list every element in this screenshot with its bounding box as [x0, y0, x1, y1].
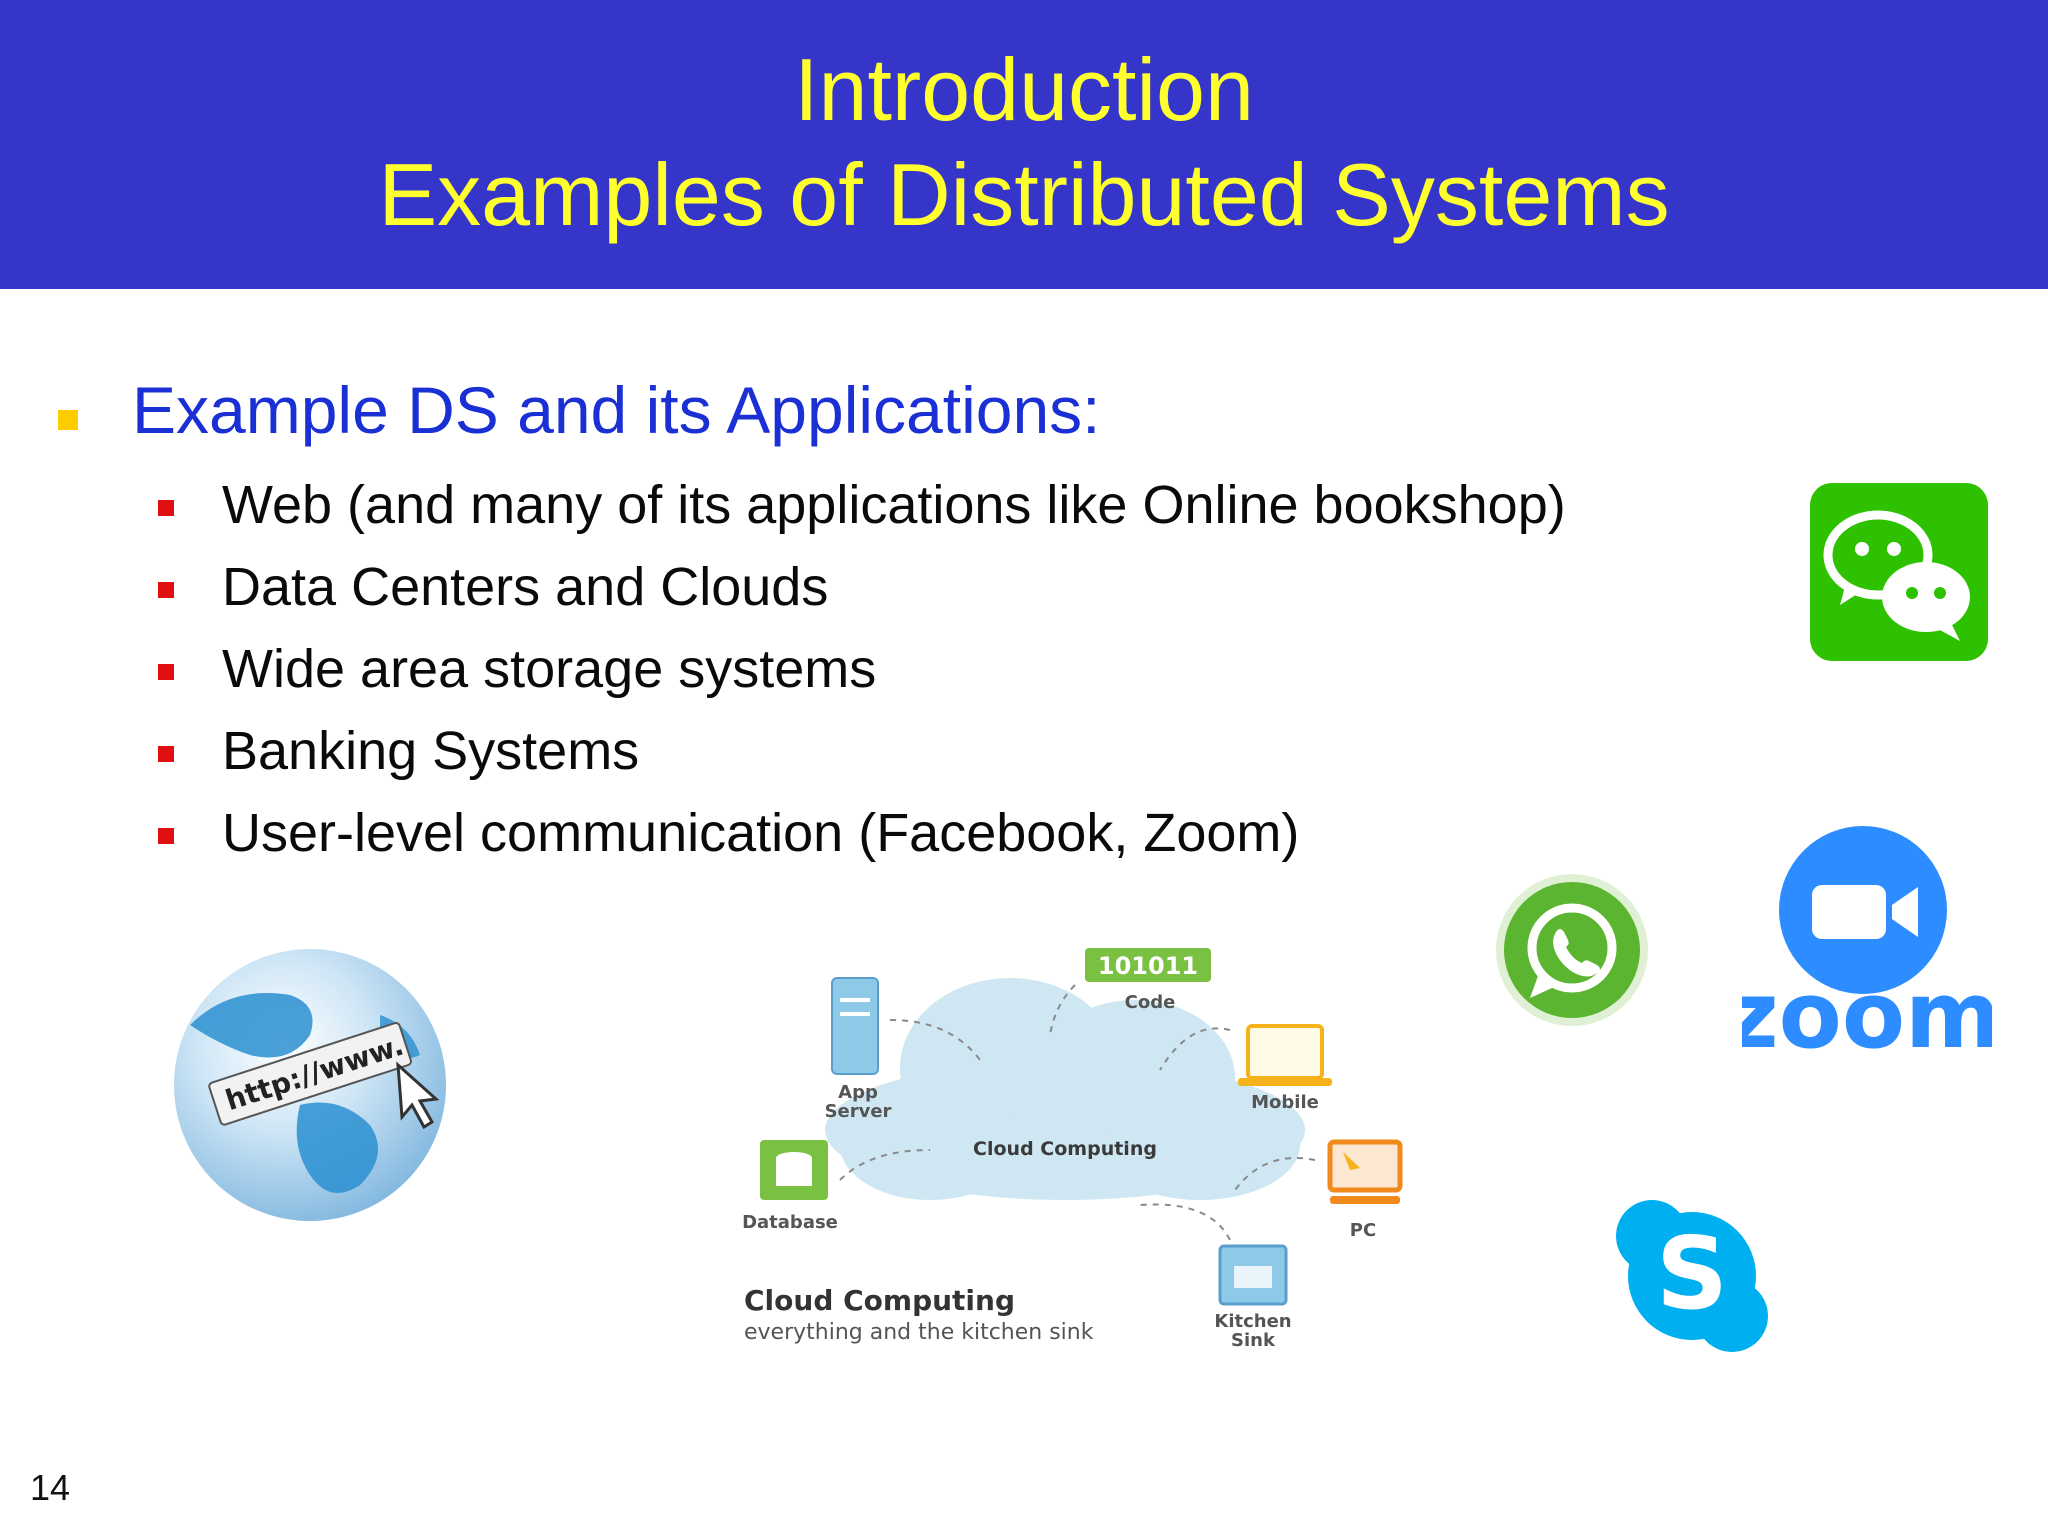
kitchen-label-1: Kitchen — [1214, 1311, 1291, 1332]
code-label: Code — [1125, 992, 1176, 1013]
whatsapp-logo-icon — [1496, 874, 1648, 1026]
heading-bullet-icon — [58, 410, 78, 430]
cloud-shape — [825, 978, 1305, 1200]
bullet-square-icon — [158, 664, 174, 680]
zoom-wordmark: zoom — [1742, 962, 1992, 1065]
bullet-text: Web (and many of its applications like O… — [222, 475, 1566, 535]
mobile-label: Mobile — [1251, 1092, 1319, 1113]
app-server-label-1: App — [838, 1082, 878, 1103]
pc-icon — [1327, 1139, 1403, 1193]
slide-title-line-1: Introduction — [794, 40, 1254, 139]
code-badge: 101011 — [1098, 952, 1198, 980]
slide-header: Introduction Examples of Distributed Sys… — [0, 0, 2048, 289]
mobile-laptop-icon — [1246, 1024, 1324, 1080]
bullet-square-icon — [158, 746, 174, 762]
diagram-caption-subtitle: everything and the kitchen sink — [744, 1320, 1094, 1345]
skype-logo-icon: S — [1616, 1200, 1768, 1352]
cloud-computing-diagram: Cloud Computing 101011 Code App Server M… — [742, 948, 1403, 1351]
bullet-text: User-level communication (Facebook, Zoom… — [222, 803, 1300, 863]
slide-title-line-2: Examples of Distributed Systems — [378, 145, 1670, 244]
globe-web-illustration: http://www. — [174, 949, 446, 1221]
app-server-icon — [831, 977, 879, 1075]
bullet-square-icon — [158, 828, 174, 844]
bullet-square-icon — [158, 500, 174, 516]
skype-letter: S — [1656, 1215, 1728, 1332]
cloud-center-label: Cloud Computing — [973, 1138, 1157, 1160]
zoom-logo-icon: zoom — [1742, 826, 1992, 1065]
wechat-logo-icon — [1810, 483, 1988, 661]
database-label: Database — [742, 1212, 838, 1233]
app-server-label-2: Server — [825, 1101, 892, 1122]
bullet-text: Data Centers and Clouds — [222, 557, 829, 617]
section-heading: Example DS and its Applications: — [132, 373, 1101, 447]
kitchen-label-2: Sink — [1231, 1330, 1276, 1351]
diagram-caption-title: Cloud Computing — [744, 1284, 1015, 1317]
page-number: 14 — [30, 1467, 71, 1508]
bullet-text: Wide area storage systems — [222, 639, 877, 699]
pc-label: PC — [1350, 1220, 1376, 1241]
bullet-square-icon — [158, 582, 174, 598]
bullet-text: Banking Systems — [222, 721, 640, 781]
